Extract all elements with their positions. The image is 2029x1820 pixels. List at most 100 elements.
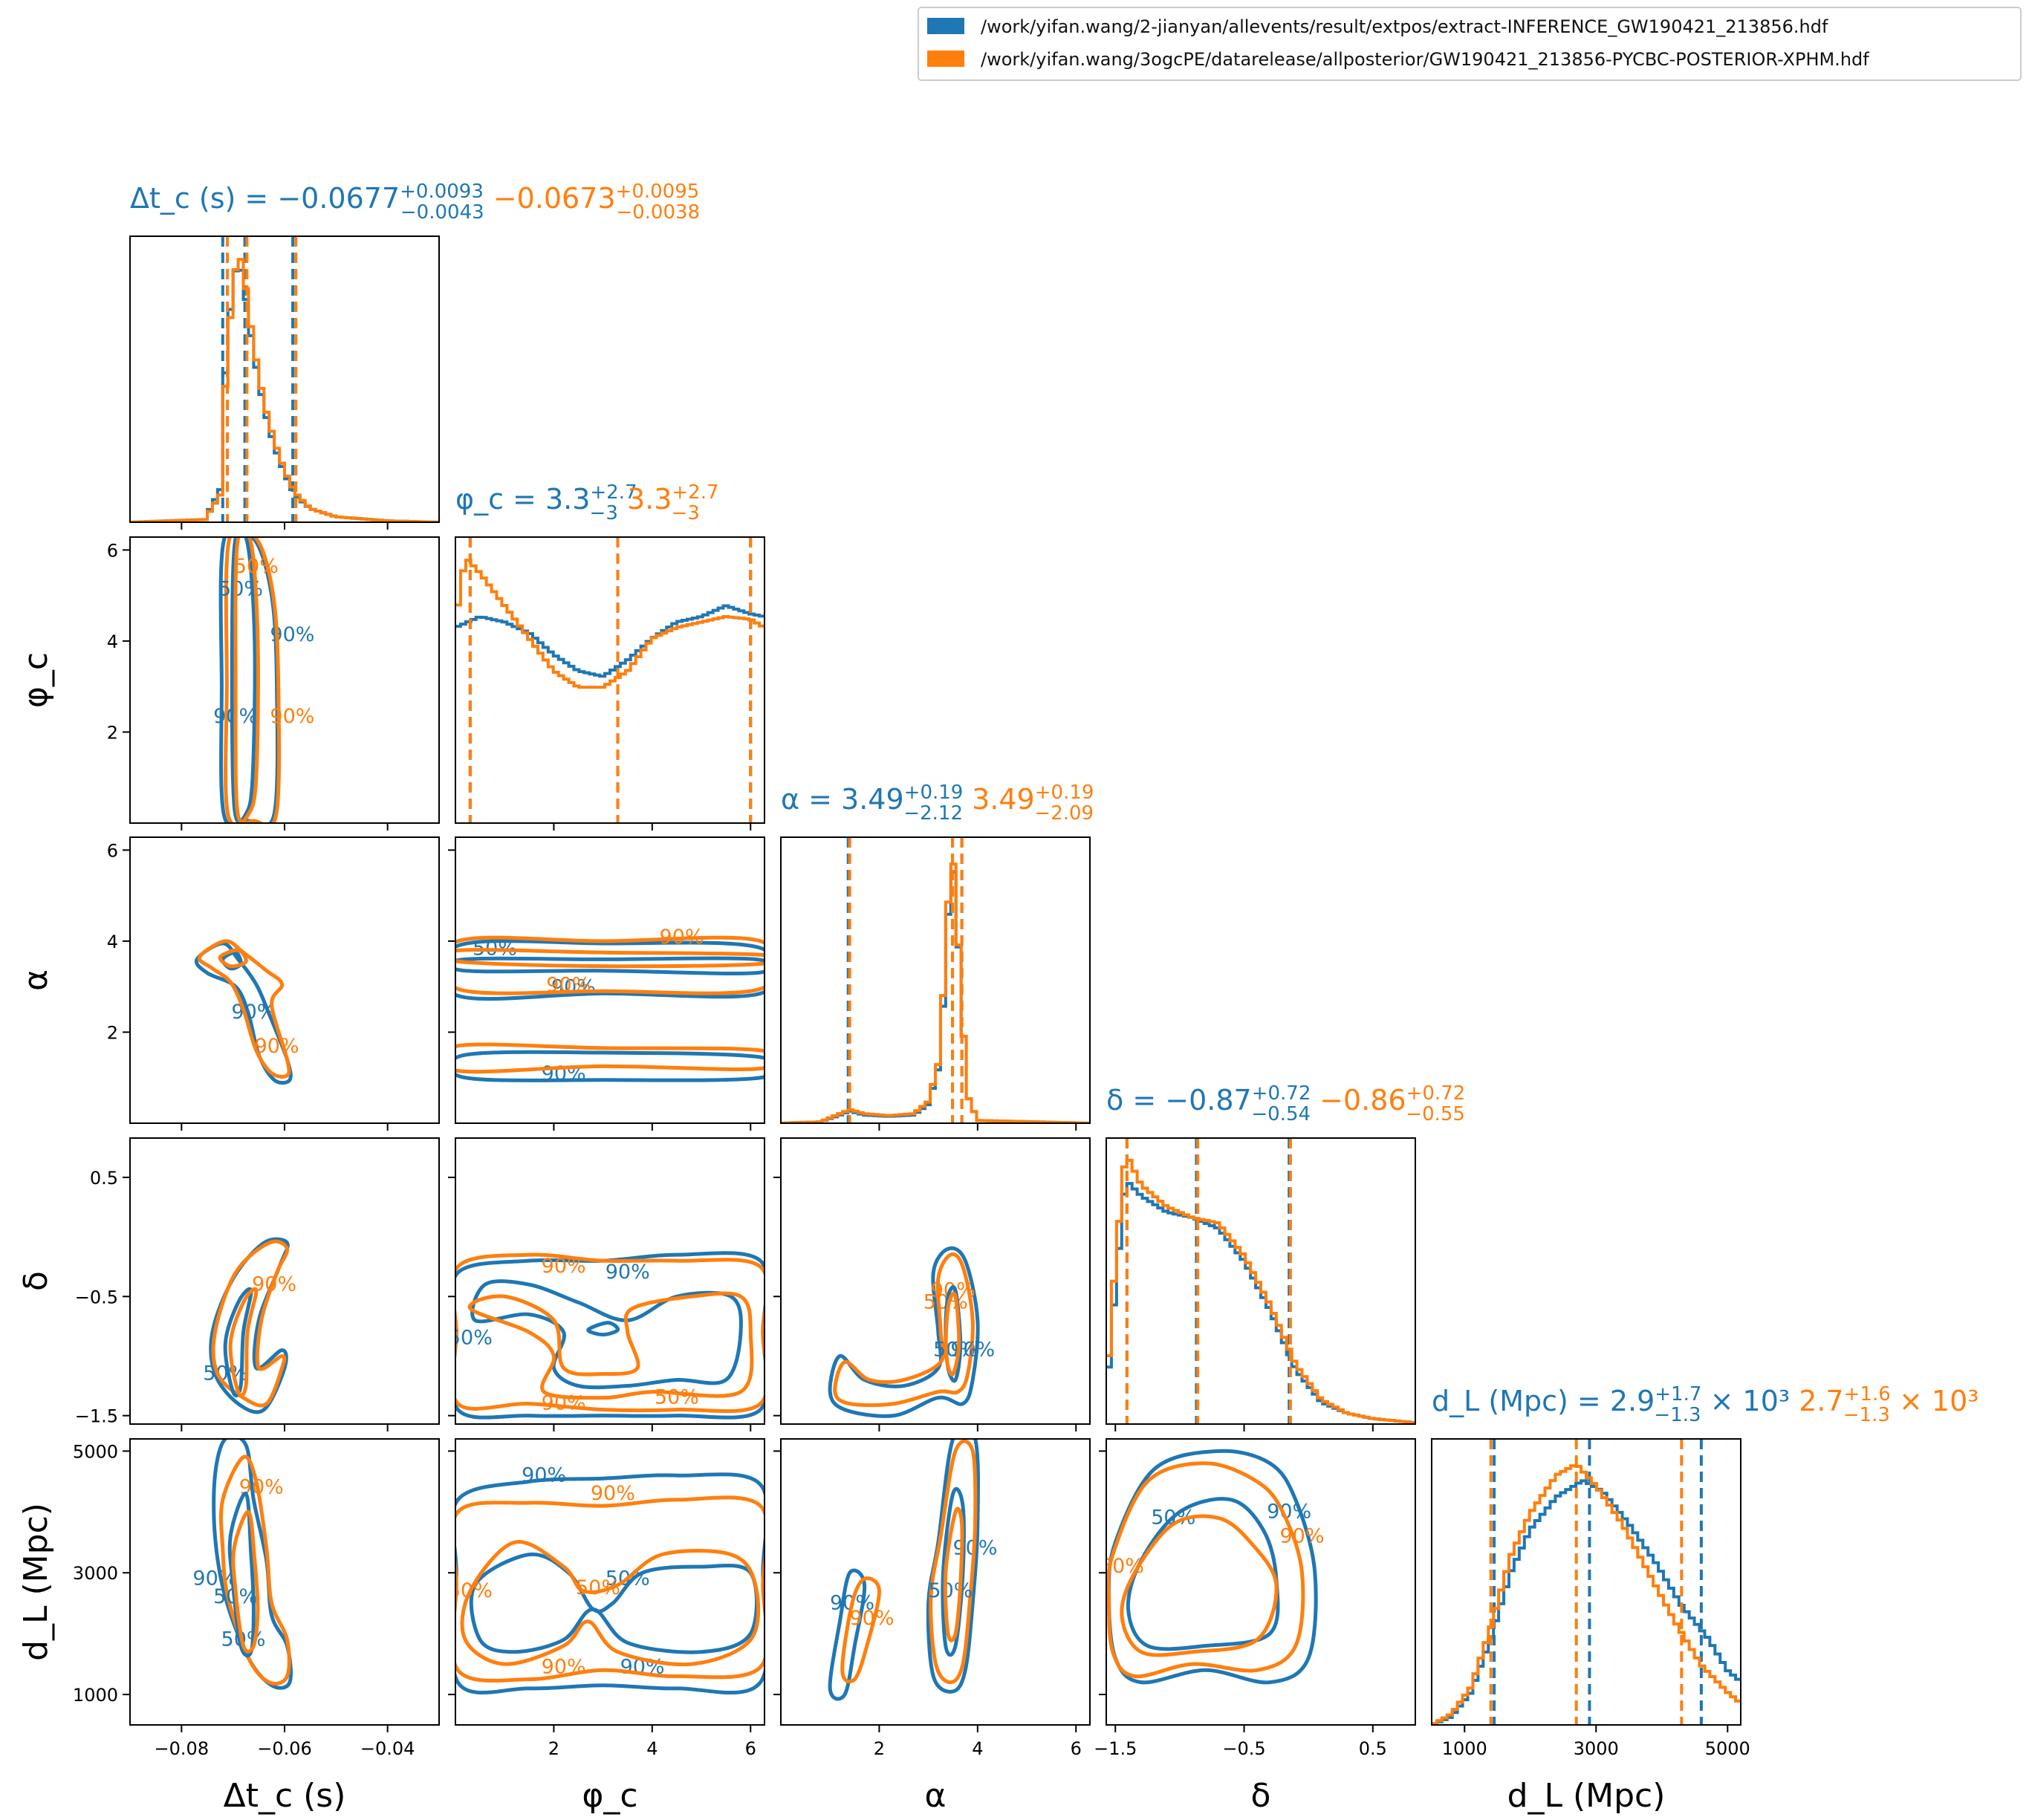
contour-3 [227, 1492, 256, 1658]
contour-label-2-2: 90% [546, 973, 591, 996]
contour-label-2-1: 90% [270, 705, 314, 728]
x-tick-label: 5000 [1705, 1738, 1750, 1759]
x-axis-label-alpha: α [924, 1777, 946, 1815]
contour-5 [941, 1486, 966, 1657]
contour-2 [211, 1239, 290, 1408]
plot-area: 90%90%90%90%50%50%50% [455, 1463, 764, 1695]
contour-4 [233, 537, 260, 823]
y-tick-label: 5000 [73, 1441, 118, 1462]
contour-6 [943, 1507, 964, 1642]
x-axis-label-delta: δ [1251, 1777, 1271, 1815]
contour-4 [929, 1439, 978, 1685]
x-tick-label: 6 [745, 1738, 756, 1759]
contour-label-2-1: 90% [255, 1035, 299, 1058]
x-tick-label: −1.5 [1094, 1738, 1137, 1759]
axes-frame [129, 536, 440, 824]
contour-label-5-1: 50% [928, 1579, 973, 1602]
histogram-series-2 [455, 559, 764, 689]
panel-delta-vs-dtc: 50%90%−1.5−0.50.5δ [17, 1137, 440, 1431]
plot-area: 90%50%90%50% [1106, 1449, 1325, 1685]
plot-area: 90%90%90%50%50% [213, 537, 314, 823]
y-tick-label: 2 [107, 1022, 118, 1043]
x-tick-label: −0.08 [155, 1738, 210, 1759]
contour-label-2-2: 90% [542, 1655, 586, 1678]
panel-alpha-vs-phic: 90%50%90%90%90% [448, 836, 765, 1131]
x-axis-label-dl: d_L (Mpc) [1507, 1777, 1666, 1815]
axes-frame [1106, 1137, 1416, 1425]
x-tick-label: −0.04 [360, 1738, 415, 1759]
axes-frame [1106, 1438, 1416, 1726]
histogram-series-2 [1106, 1158, 1415, 1424]
y-tick-label: 0.5 [90, 1168, 118, 1189]
y-tick-label: 4 [107, 932, 118, 952]
contour-2 [455, 1252, 764, 1414]
contour-label-1-1: 90% [231, 1001, 276, 1024]
axes-frame [455, 1137, 765, 1425]
x-tick-label: 4 [646, 1738, 658, 1759]
axes-frame [780, 836, 1091, 1124]
panel-dl-vs-dtc: 90%50%90%50%−0.08−0.06−0.04100030005000Δ… [17, 1438, 440, 1815]
contour-1 [828, 1246, 980, 1418]
y-tick-label: −1.5 [75, 1406, 118, 1427]
contour-4 [944, 1291, 961, 1377]
legend-swatch-1 [927, 18, 964, 34]
x-tick-label: 3000 [1574, 1738, 1619, 1759]
plot-area [130, 236, 439, 522]
contour-2 [218, 1455, 291, 1686]
x-tick-label: 2 [874, 1738, 885, 1759]
contour-1 [828, 1568, 867, 1701]
contour-label-1-1: 90% [1267, 1500, 1311, 1523]
contour-label-3-1: 50% [448, 1326, 493, 1349]
contour-3 [455, 956, 764, 976]
x-tick-label: 2 [548, 1738, 559, 1759]
panel-delta-vs-phic: 90%90%90%50%50% [448, 1137, 765, 1431]
plot-area: 90%90%50%50% [828, 1246, 995, 1418]
axes-frame [780, 1137, 1091, 1425]
panels: Δt_c (s) = −0.0677+0.0093−0.0043 −0.0673… [17, 181, 1979, 1815]
histogram-series-2 [1432, 1464, 1741, 1725]
contour-label-1-1: 90% [522, 1463, 566, 1486]
contour-4 [455, 948, 764, 969]
contour-2 [455, 1495, 764, 1683]
plot-area: 50%90% [203, 1237, 296, 1414]
contour-2 [833, 1252, 975, 1408]
legend-swatch-2 [927, 51, 964, 67]
x-tick-label: 6 [1071, 1738, 1082, 1759]
contour-4 [468, 1291, 754, 1400]
contour-2 [1106, 1461, 1305, 1679]
contour-1 [455, 939, 764, 1001]
contour-1 [209, 1237, 290, 1414]
title-alpha: α = 3.49+0.19−2.12 3.49+0.19−2.09 [781, 781, 1094, 825]
contour-label-1-1: 90% [551, 975, 596, 998]
x-tick-label: 1000 [1442, 1738, 1487, 1759]
x-axis-label-phic: φ_c [582, 1777, 637, 1815]
contour-1 [194, 941, 293, 1085]
contour-label-3-1: 50% [933, 1338, 978, 1361]
y-tick-label: −0.5 [75, 1287, 118, 1307]
legend: /work/yifan.wang/2-jianyan/allevents/res… [918, 7, 2022, 81]
axes-frame [455, 836, 765, 1124]
legend-label-2: /work/yifan.wang/3ogcPE/datarelease/allp… [981, 49, 1869, 70]
panel-dtc-vs-dtc: Δt_c (s) = −0.0677+0.0093−0.0043 −0.0673… [129, 181, 700, 530]
title-phic: φ_c = 3.3+2.7−3 3.3+2.7−3 [455, 481, 719, 524]
plot-area: 90%90%90%50%50% [448, 1251, 764, 1420]
panel-dl-vs-dl: d_L (Mpc) = 2.9+1.7−1.3 × 10³ 2.7+1.6−1.… [1431, 1383, 1979, 1815]
title-dtc: Δt_c (s) = −0.0677+0.0093−0.0043 −0.0673… [130, 181, 700, 224]
x-tick-label: 4 [972, 1738, 983, 1759]
x-axis-label-dtc: Δt_c (s) [224, 1777, 346, 1815]
panel-delta-vs-alpha: 90%90%50%50% [773, 1137, 1091, 1431]
legend-frame [918, 7, 2022, 81]
contour-label-2-3: 50% [655, 1386, 699, 1409]
contour-3 [230, 537, 257, 823]
title-dl: d_L (Mpc) = 2.9+1.7−1.3 × 10³ 2.7+1.6−1.… [1432, 1383, 1979, 1426]
axes-frame [780, 1438, 1091, 1726]
contour-label-2-1: 90% [591, 1482, 635, 1505]
x-tick-label: −0.5 [1222, 1738, 1265, 1759]
contour-4 [228, 1287, 259, 1398]
histogram-series-1 [130, 268, 439, 522]
histogram-series-1 [1432, 1479, 1741, 1725]
